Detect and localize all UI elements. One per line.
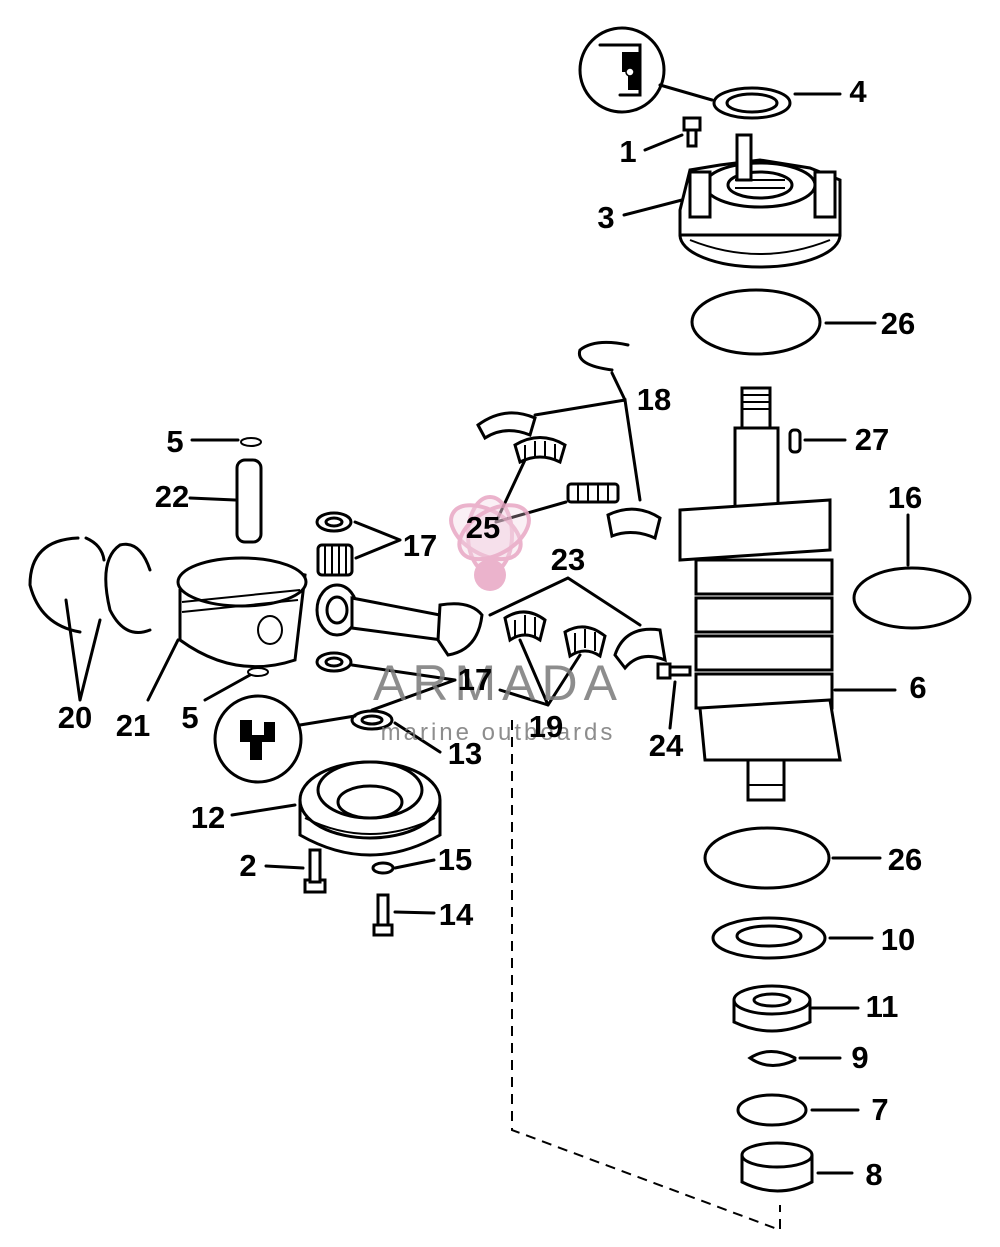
callout-1: 1 <box>619 134 636 169</box>
callout-24: 24 <box>649 728 684 763</box>
screw-14 <box>372 893 394 937</box>
callout-13: 13 <box>448 736 482 771</box>
callout-3: 3 <box>597 200 614 235</box>
connecting-rod <box>315 583 484 657</box>
piston-ring-outer <box>28 536 106 634</box>
watermark-brand: ARMADA <box>373 655 623 711</box>
seal-detail-inset <box>578 26 714 114</box>
callout-21: 21 <box>116 708 150 743</box>
upper-bearing-housing <box>678 133 842 269</box>
callout-23: 23 <box>551 542 585 577</box>
washer-15 <box>371 861 395 875</box>
lower-seal-detail-inset <box>213 694 357 784</box>
sleeve-8 <box>740 1141 814 1193</box>
callout-19: 19 <box>529 709 563 744</box>
callout-18: 18 <box>637 382 671 417</box>
callout-27: 27 <box>855 422 889 457</box>
callout-17b: 17 <box>458 662 492 697</box>
o-ring-upper <box>690 288 822 356</box>
o-ring-lower <box>703 826 831 890</box>
housing-bolt <box>682 116 702 148</box>
top-seal <box>712 86 792 120</box>
callout-22: 22 <box>155 479 189 514</box>
callout-2: 2 <box>239 848 256 883</box>
callout-17a: 17 <box>403 528 437 563</box>
callout-11: 11 <box>866 989 899 1024</box>
snap-ring-9 <box>747 1050 797 1067</box>
callout-4: 4 <box>849 74 867 109</box>
rod-cap-screw <box>656 662 692 680</box>
retaining-ring-16 <box>852 566 972 630</box>
bearing-cage-upper-left <box>476 411 537 441</box>
callout-26a: 26 <box>881 306 915 341</box>
wrist-pin-washer-upper <box>315 511 353 533</box>
retaining-ring-18 <box>577 340 630 372</box>
needle-bearing-25-upper <box>513 436 567 465</box>
piston <box>176 556 308 669</box>
callout-10: 10 <box>881 922 915 957</box>
housing-screw-2 <box>303 848 327 894</box>
pin-lock-ring-upper <box>240 437 262 447</box>
callout-7: 7 <box>871 1092 888 1127</box>
propeller-logo <box>449 495 531 591</box>
bearing-cage-right <box>606 507 662 541</box>
callout-12: 12 <box>191 800 225 835</box>
callout-16: 16 <box>888 480 922 515</box>
oil-seal-7 <box>736 1093 808 1127</box>
piston-pin <box>235 458 263 544</box>
lower-bearing-housing <box>298 760 442 857</box>
callout-5a: 5 <box>166 424 183 459</box>
needle-bearing-19-left <box>503 610 547 643</box>
callout-5b: 5 <box>181 700 198 735</box>
lower-plate-10 <box>711 916 827 960</box>
needle-bearing-17 <box>316 543 354 577</box>
crankshaft-key <box>788 428 802 454</box>
crankshaft <box>678 386 842 802</box>
piston-ring-inner <box>104 542 152 634</box>
callout-8: 8 <box>865 1157 882 1192</box>
leader-lines <box>64 92 910 1175</box>
callout-20: 20 <box>58 700 92 735</box>
callout-6: 6 <box>909 670 926 705</box>
needle-bearing-19-right <box>563 625 607 659</box>
needle-bearing-25-lower <box>566 482 620 504</box>
ball-bearing-11 <box>732 984 812 1033</box>
callout-15: 15 <box>438 842 472 877</box>
assembly-guide-dashed-line <box>511 720 781 1232</box>
rod-cap <box>613 627 667 671</box>
callout-14: 14 <box>439 897 474 932</box>
callout-25: 25 <box>466 510 500 545</box>
watermark-tagline: marine outboards <box>381 719 616 746</box>
armada-watermark: ARMADA marine outboards <box>373 495 623 746</box>
callout-9: 9 <box>851 1040 868 1075</box>
wrist-pin-washer-lower <box>315 651 353 673</box>
callout-26b: 26 <box>888 842 922 877</box>
